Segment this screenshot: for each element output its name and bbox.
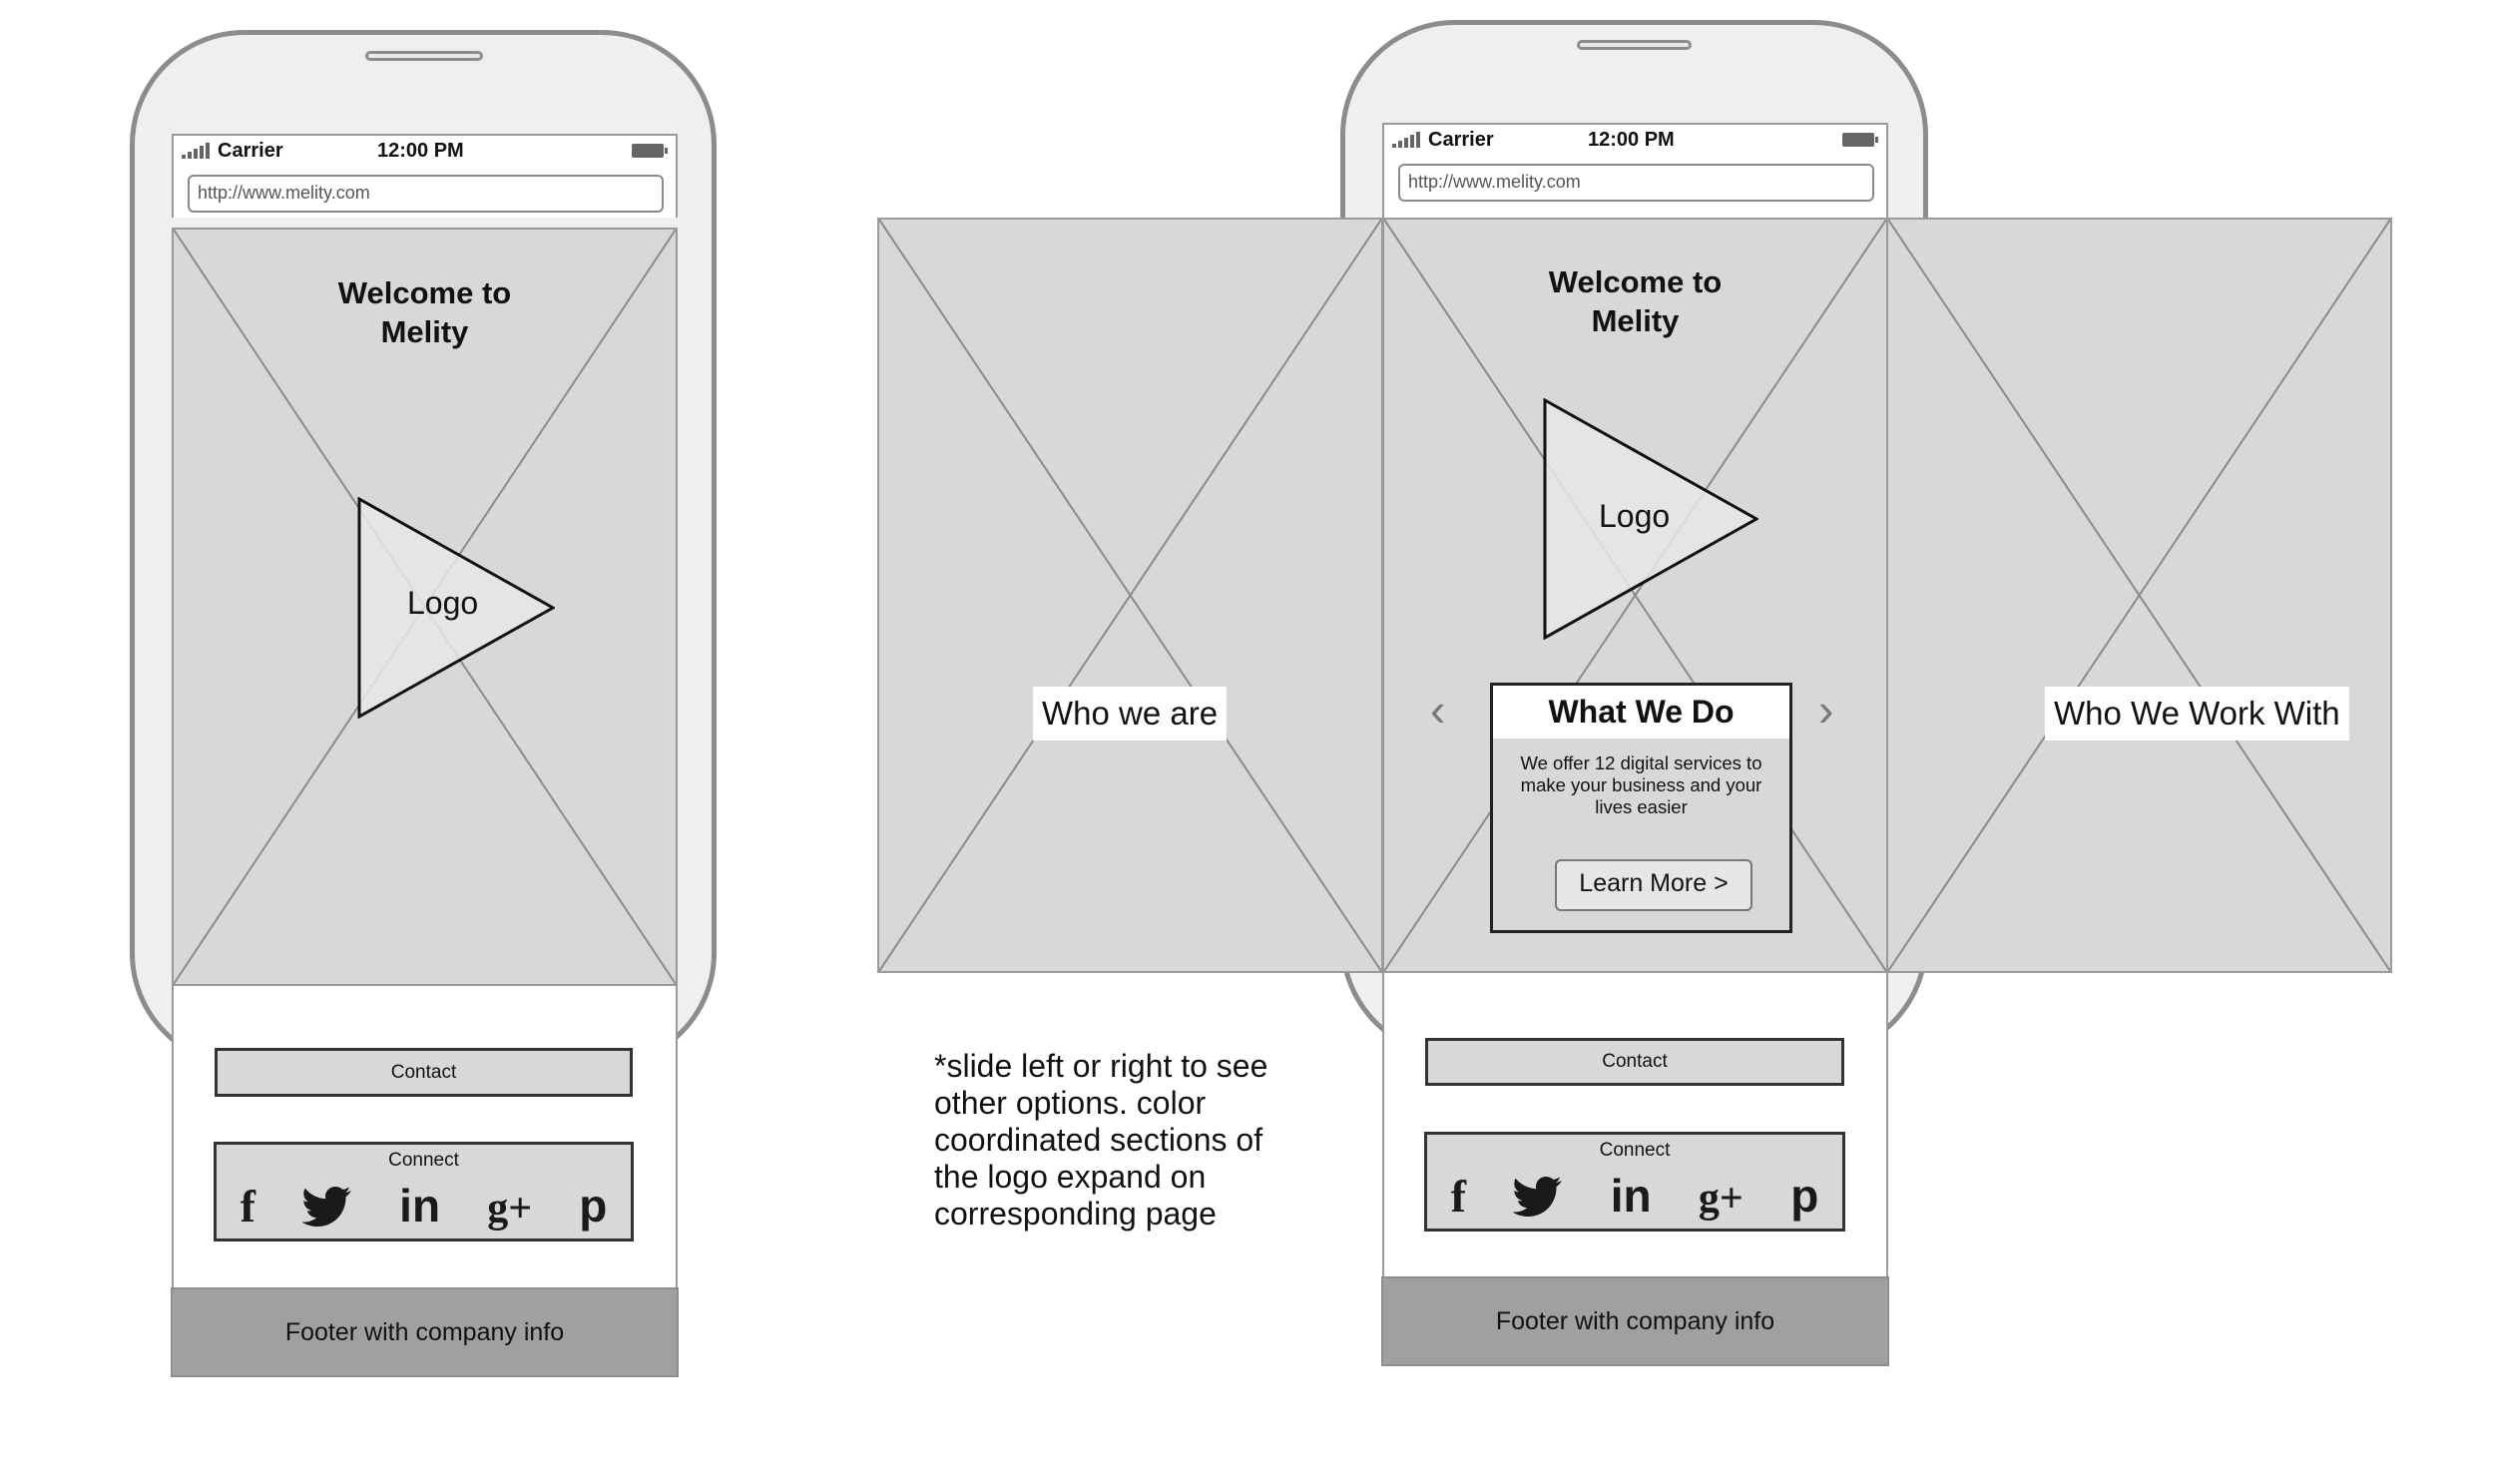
phone-speaker-left: [365, 51, 483, 61]
clock-label: 12:00 PM: [377, 139, 464, 162]
facebook-icon[interactable]: f: [240, 1181, 255, 1232]
contact-button[interactable]: Contact: [215, 1048, 633, 1097]
clock-label: 12:00 PM: [1588, 128, 1675, 151]
google-plus-icon[interactable]: g+: [487, 1186, 533, 1232]
battery-icon: [632, 144, 668, 158]
logo-triangle: Logo: [357, 497, 555, 719]
panel-label-who-we-are: Who we are: [1033, 687, 1228, 741]
social-icons: f in g+ p: [217, 1179, 631, 1233]
footer-right: Footer with company info: [1381, 1276, 1889, 1366]
linkedin-icon[interactable]: in: [399, 1180, 441, 1232]
contact-button[interactable]: Contact: [1425, 1038, 1844, 1086]
panel-label-who-we-work-with: Who We Work With: [2045, 687, 2349, 741]
twitter-icon[interactable]: [301, 1186, 352, 1233]
browser-bar-right: http://www.melity.com: [1382, 155, 1888, 218]
annotation-note: *slide left or right to see other option…: [934, 1048, 1268, 1232]
chevron-right-icon[interactable]: ›: [1818, 684, 1834, 736]
content-area-left: [172, 986, 678, 1289]
connect-box: Connect f in g+ p: [1424, 1132, 1845, 1232]
battery-icon: [1842, 133, 1878, 147]
status-bar-left: Carrier 12:00 PM: [172, 134, 678, 168]
connect-box: Connect f in g+ p: [214, 1142, 634, 1241]
social-icons: f in g+ p: [1427, 1169, 1842, 1223]
footer-left: Footer with company info: [171, 1287, 679, 1377]
logo-label: Logo: [1599, 498, 1671, 534]
carousel-panel-who-we-work-with[interactable]: [1886, 218, 2392, 973]
pinterest-icon[interactable]: p: [579, 1180, 608, 1232]
content-area-right: [1382, 973, 1888, 1277]
connect-label: Connect: [388, 1150, 459, 1171]
card-description: We offer 12 digital services to make you…: [1520, 752, 1762, 817]
carrier-label: Carrier: [1428, 128, 1494, 151]
phone-speaker-right: [1577, 40, 1692, 50]
logo-shape: [1543, 398, 1758, 640]
placeholder-cross-lines: [879, 220, 1381, 971]
carousel-panel-who-we-are[interactable]: [877, 218, 1383, 973]
status-bar-right: Carrier 12:00 PM: [1382, 123, 1888, 157]
browser-bar-left: http://www.melity.com: [172, 166, 678, 218]
url-field[interactable]: http://www.melity.com: [188, 175, 664, 213]
google-plus-icon[interactable]: g+: [1698, 1176, 1744, 1222]
what-we-do-card: What We Do We offer 12 digital services …: [1490, 683, 1792, 933]
connect-label: Connect: [1599, 1140, 1671, 1161]
twitter-icon[interactable]: [1512, 1176, 1563, 1223]
logo-label: Logo: [407, 585, 479, 621]
placeholder-cross-lines: [1888, 220, 2390, 971]
carrier-label: Carrier: [218, 139, 283, 162]
learn-more-button[interactable]: Learn More >: [1555, 859, 1752, 911]
signal-icon: [182, 143, 210, 159]
facebook-icon[interactable]: f: [1450, 1171, 1466, 1222]
card-title: What We Do: [1493, 686, 1789, 739]
logo-shape: [357, 497, 555, 719]
logo-triangle: Logo: [1543, 398, 1758, 640]
pinterest-icon[interactable]: p: [1790, 1170, 1819, 1222]
signal-icon: [1392, 132, 1420, 148]
linkedin-icon[interactable]: in: [1610, 1170, 1652, 1222]
placeholder-cross-lines: [1384, 220, 1886, 971]
chevron-left-icon[interactable]: ‹: [1430, 684, 1446, 736]
url-field[interactable]: http://www.melity.com: [1398, 164, 1874, 202]
